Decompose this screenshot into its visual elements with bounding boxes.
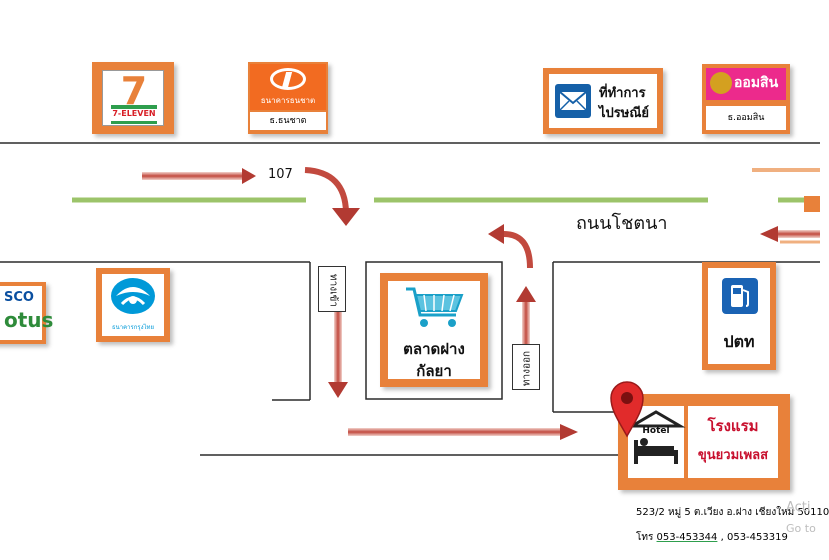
soi-label-entrance: ทางเข้า <box>327 274 339 307</box>
gsb-bank-logo-icon: ออมสิน <box>706 68 786 100</box>
soi-label-entrance-box: ทางเข้า <box>318 266 346 312</box>
arrow-up-right-soi <box>516 286 536 344</box>
thanachart-caption-box: ธ.ธนชาต <box>250 112 326 130</box>
market-block-outline <box>365 261 503 400</box>
seven-eleven-logo: 7 7-ELEVEN <box>102 70 164 126</box>
hotel-phone-1[interactable]: 053-453344 <box>656 532 718 543</box>
gsb-caption-box: ธ.ออมสิน <box>706 106 786 130</box>
soi-label-exit: ทางออก <box>521 350 533 387</box>
post-office-inner: ที่ทำการ ไปรษณีย์ <box>549 74 657 128</box>
hotel-box: Hotel โรงแรม ขุนยวมเพลส <box>618 394 790 490</box>
arrow-down-left-soi <box>328 312 348 398</box>
fuel-pump-icon <box>722 278 758 314</box>
arrow-turn-into-soi-head <box>332 208 360 226</box>
market-box: ตลาดฝาง กัลยา <box>380 273 488 387</box>
hotel-phone-line: โทร 053-453344 , 053-453319 <box>636 530 788 545</box>
thanachart-bank-logo-icon: ธนาคารธนชาต <box>250 64 326 110</box>
hotel-name-box: โรงแรม ขุนยวมเพลส <box>688 406 778 478</box>
krungthai-bank-logo-icon: ธนาคารกรุงไทย <box>102 274 164 336</box>
gas-station-box: ปตท <box>702 262 776 370</box>
hotel-inner: Hotel โรงแรม ขุนยวมเพลส <box>626 402 782 482</box>
tesco-lotus-logo-icon: SCO otus <box>0 286 53 340</box>
arrow-to-hotel <box>348 424 578 440</box>
arrow-left-far-right <box>760 226 820 242</box>
seven-eleven-box: 7 7-ELEVEN <box>92 62 174 134</box>
watermark-line2: Go to <box>786 522 816 535</box>
hotel-phone-2[interactable]: 053-453319 <box>726 532 788 543</box>
post-office-label-line2: ไปรษณีย์ <box>599 106 650 121</box>
road-name-label: ถนนโชตนา <box>576 213 668 234</box>
arrow-route-107 <box>142 168 256 184</box>
market-label-line1: ตลาดฝาง <box>403 340 465 358</box>
seven-eleven-logo-icon: 7 7-ELEVEN <box>103 71 165 127</box>
map-pin-icon <box>610 381 644 438</box>
market-label-line2: กัลยา <box>416 362 452 380</box>
shopping-cart-icon <box>406 287 464 327</box>
hotel-phone-separator: , <box>720 532 724 543</box>
tesco-box: SCO otus <box>0 282 53 344</box>
thanachart-box: ธนาคารธนชาต ธ.ธนชาต <box>248 62 328 134</box>
gsb-box: ออมสิน ธ.ออมสิน <box>702 64 790 134</box>
soi-label-exit-box: ทางออก <box>512 344 540 390</box>
gas-station-inner: ปตท <box>708 268 770 364</box>
krungthai-box: ธนาคารกรุงไทย <box>96 268 170 342</box>
post-office-label-line1: ที่ทำการ <box>599 86 646 101</box>
hotel-name-line2: ขุนยวมเพลส <box>697 448 769 463</box>
gas-station-label: ปตท <box>723 332 755 351</box>
route-number-label: 107 <box>268 167 293 182</box>
post-office-box: ที่ทำการ ไปรษณีย์ <box>543 68 663 134</box>
watermark-line1: Acti <box>786 500 811 515</box>
market-inner: ตลาดฝาง กัลยา <box>388 281 480 380</box>
gsb-caption: ธ.ออมสิน <box>727 113 765 123</box>
hotel-bed-icon: Hotel <box>626 406 686 478</box>
mail-envelope-icon <box>555 84 591 118</box>
arrow-turn-into-soi <box>304 167 349 213</box>
arrow-exit-turn <box>503 231 533 269</box>
hotel-address: 523/2 หมู่ 5 ต.เวียง อ.ฝาง เชียงใหม่ 501… <box>636 507 829 518</box>
thanachart-caption: ธ.ธนชาต <box>269 116 307 126</box>
hotel-name-line1: โรงแรม <box>707 417 759 435</box>
hotel-phone-prefix: โทร <box>636 532 654 543</box>
arrow-exit-turn-head <box>488 224 504 244</box>
orange-marker-right <box>804 196 820 212</box>
